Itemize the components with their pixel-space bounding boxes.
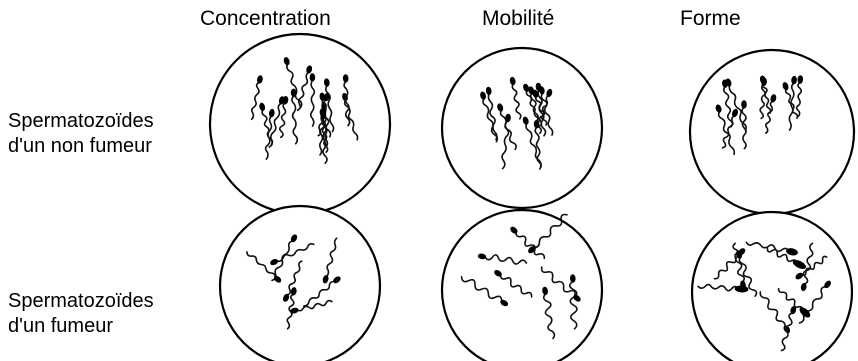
panel-smoker-mobility [442, 210, 602, 361]
panel-non-smoker-shape [690, 50, 854, 214]
panel-smoker-concentration [220, 206, 380, 361]
panel-circle [210, 34, 390, 214]
panel-circle [442, 48, 602, 208]
panel-circle [220, 206, 380, 361]
panel-circle [442, 210, 602, 361]
panel-smoker-shape [692, 212, 852, 361]
panel-non-smoker-concentration [210, 34, 390, 214]
panel-non-smoker-mobility [442, 48, 602, 208]
panel-circle [690, 50, 854, 214]
